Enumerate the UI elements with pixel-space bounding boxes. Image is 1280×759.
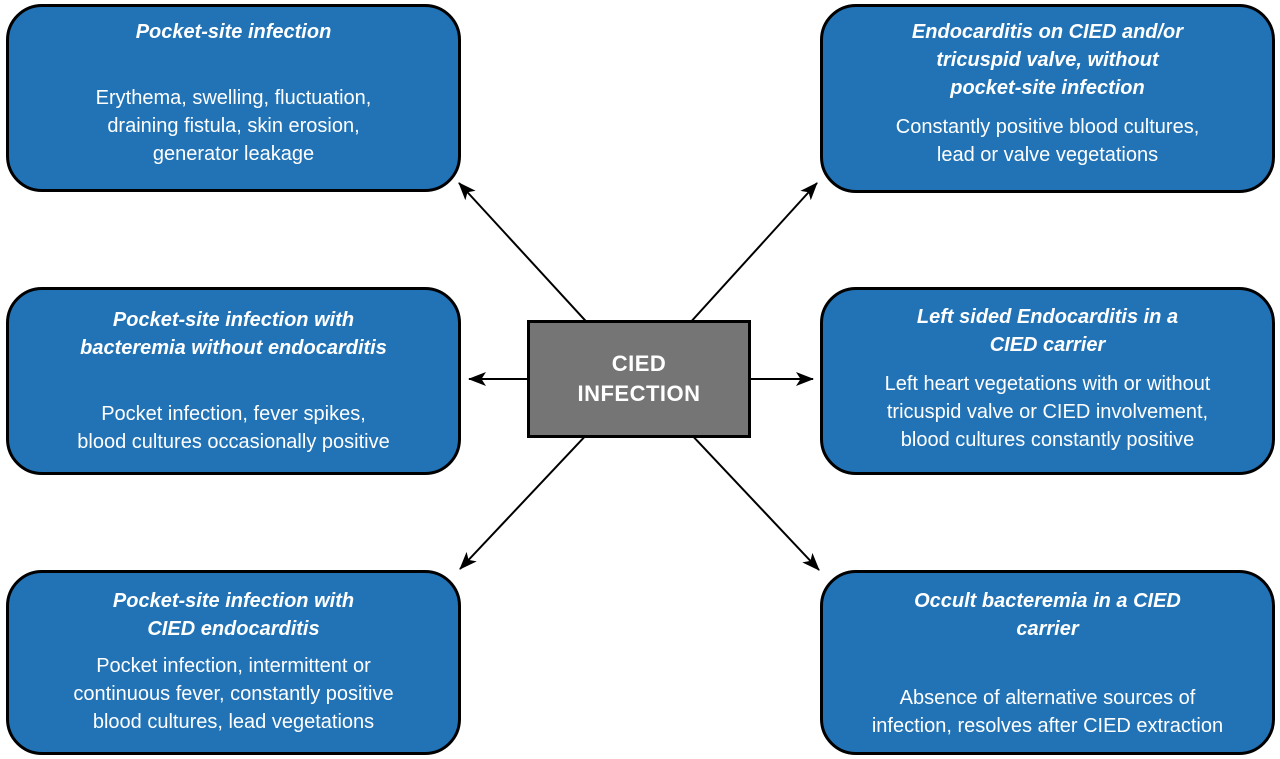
node-title: Left sided Endocarditis in a CIED carrie… [916,306,1179,356]
node-body: Left heart vegetations with or without t… [884,373,1211,451]
center-node-cied-infection: CIED INFECTION [527,320,751,438]
node-occult-bacteremia: Occult bacteremia in a CIED carrier Abse… [820,570,1275,755]
node-body: Pocket infection, fever spikes, blood cu… [77,403,390,453]
node-title: Endocarditis on CIED and/or tricuspid va… [911,21,1184,99]
node-body: Pocket infection, intermittent or contin… [73,655,394,733]
node-pocket-infection-bacteremia-no-endocarditis: Pocket-site infection with bacteremia wi… [6,287,461,475]
node-pocket-infection-cied-endocarditis: Pocket-site infection with CIED endocard… [6,570,461,755]
center-node-label: CIED INFECTION [577,351,701,406]
node-pocket-site-infection: Pocket-site infection Erythema, swelling… [6,4,461,192]
node-endocarditis-without-pocket-infection: Endocarditis on CIED and/or tricuspid va… [820,4,1275,193]
node-body: Absence of alternative sources of infect… [871,687,1224,737]
node-title: Pocket-site infection with bacteremia wi… [80,309,387,359]
node-left-sided-endocarditis: Left sided Endocarditis in a CIED carrie… [820,287,1275,475]
node-body: Erythema, swelling, fluctuation, drainin… [95,87,372,165]
node-title: Occult bacteremia in a CIED carrier [914,590,1181,640]
node-title: Pocket-site infection [135,21,332,43]
node-body: Constantly positive blood cultures, lead… [895,116,1200,166]
node-title: Pocket-site infection with CIED endocard… [112,590,355,640]
